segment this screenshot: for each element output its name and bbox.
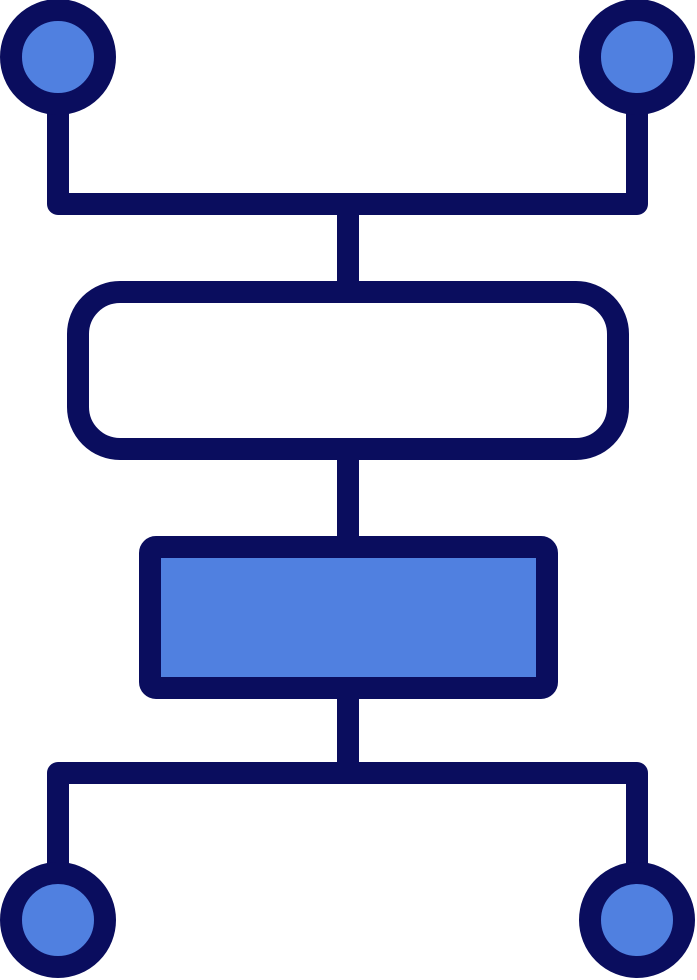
top-left-node bbox=[0, 0, 116, 115]
bottom-left-node bbox=[0, 862, 116, 978]
bottom-connector-line bbox=[47, 679, 648, 896]
top-right-node bbox=[579, 0, 695, 115]
bottom-right-node bbox=[579, 862, 695, 978]
top-connector-line bbox=[47, 84, 648, 301]
filled-process-box bbox=[139, 536, 558, 699]
rounded-process-box bbox=[67, 281, 629, 460]
